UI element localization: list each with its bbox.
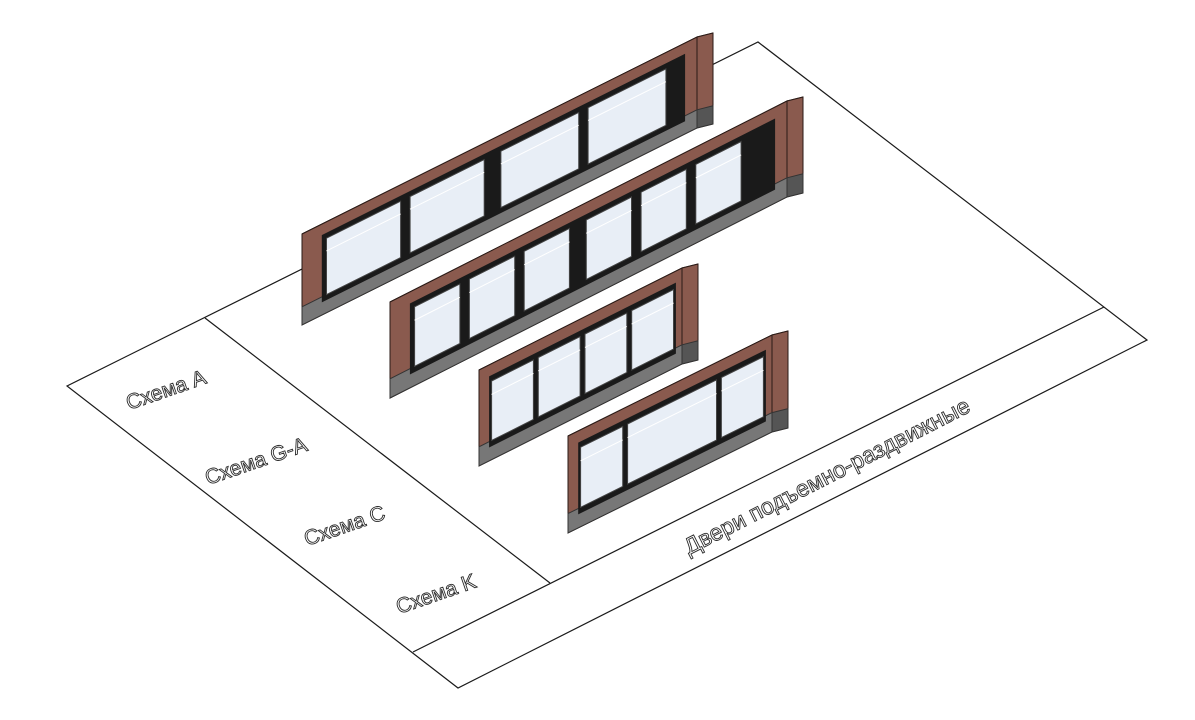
- glass-pane: [491, 359, 534, 442]
- glass-pane: [468, 255, 516, 340]
- glass-highlight: [721, 369, 764, 392]
- glass-pane: [584, 312, 628, 395]
- door-opening: [489, 282, 676, 448]
- glass-highlight: [409, 171, 485, 210]
- glass-highlight: [580, 439, 623, 462]
- glass-highlight: [414, 296, 461, 321]
- sliding-door-scheme-k: [567, 330, 789, 534]
- row-divider-bottom: [412, 306, 1105, 653]
- glass-pane: [580, 425, 624, 509]
- glass-pane: [720, 355, 764, 439]
- glass-pane: [640, 168, 687, 253]
- glass-highlight: [469, 269, 515, 293]
- glass-pane: [537, 335, 581, 418]
- sliding-door-scheme-a: [301, 32, 714, 326]
- scheme-ga-label: Схема G-A: [202, 433, 310, 489]
- glass-pane: [414, 283, 461, 368]
- glass-pane: [585, 196, 632, 281]
- sliding-door-scheme-c: [478, 263, 699, 467]
- glass-highlight: [640, 182, 687, 207]
- sliding-doors-group: [301, 32, 804, 534]
- glass-pane: [523, 227, 570, 312]
- glass-highlight: [523, 241, 570, 266]
- door-base-side: [696, 105, 714, 129]
- door-base-side: [771, 407, 789, 433]
- glass-highlight: [500, 124, 579, 165]
- glass-highlight: [538, 349, 581, 372]
- door-base-side: [681, 340, 699, 365]
- scheme-a-label: Схема A: [123, 366, 209, 415]
- sliding-door-scheme-ga: [389, 96, 804, 399]
- door-base-side: [786, 173, 804, 198]
- scheme-c-label: Схема C: [301, 502, 388, 551]
- glass-pane: [587, 68, 667, 165]
- scheme-k-label: Схема K: [393, 570, 479, 619]
- glass-highlight: [586, 209, 632, 234]
- glass-pane: [631, 288, 674, 371]
- glass-highlight: [587, 81, 667, 121]
- glass-pane: [695, 140, 742, 225]
- glass-pane: [326, 200, 402, 296]
- glass-highlight: [695, 154, 742, 179]
- column-divider: [204, 317, 551, 584]
- glass-pane: [500, 111, 580, 209]
- glass-highlight: [631, 302, 674, 325]
- glass-pane: [627, 379, 717, 485]
- glass-highlight: [627, 393, 717, 438]
- glass-highlight: [584, 326, 628, 348]
- glass-highlight: [491, 372, 534, 395]
- glass-highlight: [326, 213, 401, 252]
- glass-pane: [409, 158, 485, 254]
